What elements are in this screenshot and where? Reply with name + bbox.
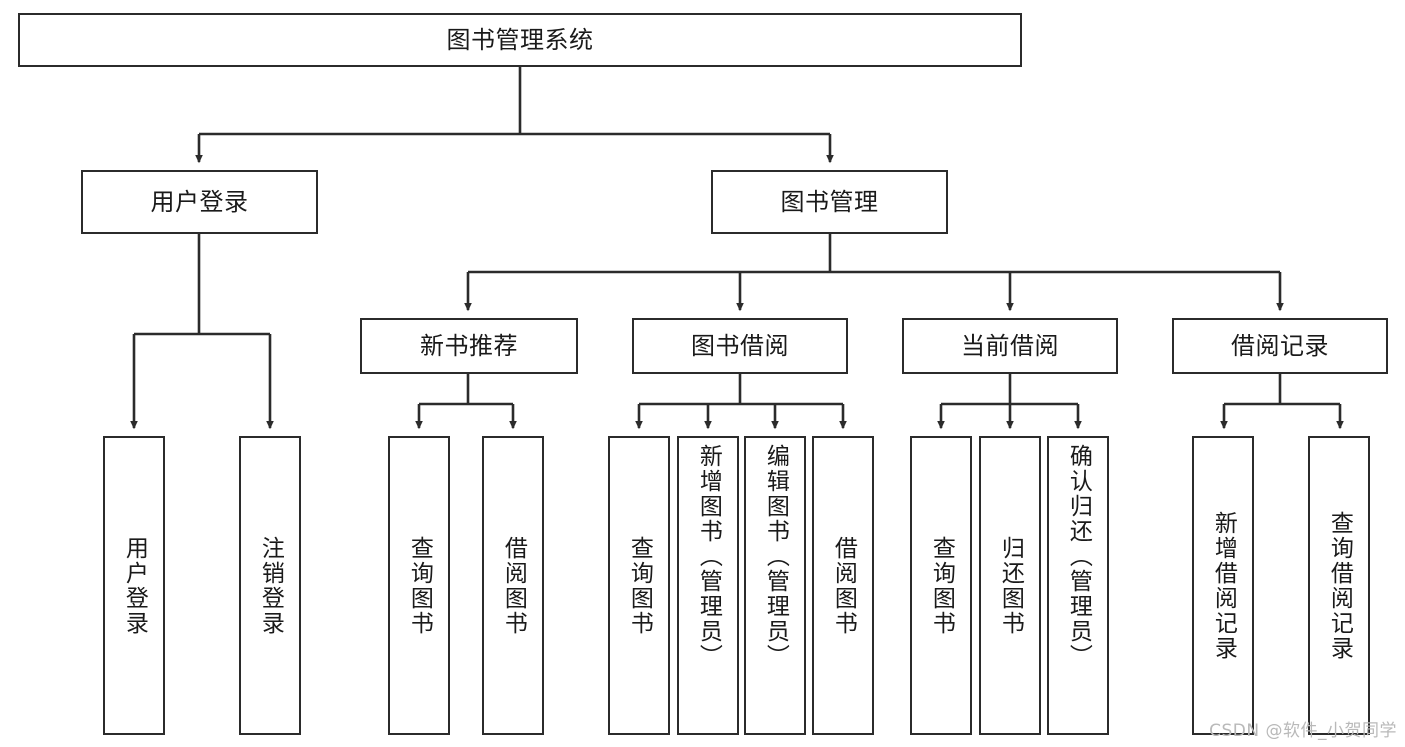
leaf-user-login-login[interactable]: 用户登录 [103,436,165,735]
leaf-user-login-logout[interactable]: 注销登录 [239,436,301,735]
node-current-borrow[interactable]: 当前借阅 [902,318,1118,374]
node-book-management-label: 图书管理 [780,187,879,216]
node-new-book-recommend[interactable]: 新书推荐 [360,318,578,374]
leaf-borrow-record-query-label: 查询借阅记录 [1326,510,1353,661]
leaf-book-borrow-borrow[interactable]: 借阅图书 [812,436,874,735]
leaf-borrow-record-add[interactable]: 新增借阅记录 [1192,436,1254,735]
node-borrow-record-label: 借阅记录 [1231,331,1329,360]
node-root-system[interactable]: 图书管理系统 [18,13,1022,67]
leaf-book-borrow-edit[interactable]: 编辑图书（管理员） [744,436,806,735]
node-book-management[interactable]: 图书管理 [711,170,948,234]
leaf-book-borrow-query-label: 查询图书 [626,535,653,636]
node-user-login[interactable]: 用户登录 [81,170,318,234]
leaf-new-book-query-label: 查询图书 [406,535,433,636]
leaf-book-borrow-query[interactable]: 查询图书 [608,436,670,735]
leaf-current-borrow-return-label: 归还图书 [997,535,1024,636]
node-user-login-label: 用户登录 [150,187,249,216]
leaf-book-borrow-borrow-label: 借阅图书 [830,535,857,636]
leaf-book-borrow-edit-label: 编辑图书（管理员） [762,444,789,669]
node-borrow-record[interactable]: 借阅记录 [1172,318,1388,374]
leaf-borrow-record-query[interactable]: 查询借阅记录 [1308,436,1370,735]
leaf-current-borrow-query-label: 查询图书 [928,535,955,636]
leaf-borrow-record-add-label: 新增借阅记录 [1210,510,1237,661]
node-book-borrow[interactable]: 图书借阅 [632,318,848,374]
node-new-book-recommend-label: 新书推荐 [420,331,518,360]
leaf-current-borrow-query[interactable]: 查询图书 [910,436,972,735]
leaf-current-borrow-confirm-return[interactable]: 确认归还（管理员） [1047,436,1109,735]
node-book-borrow-label: 图书借阅 [691,331,789,360]
node-root-label: 图书管理系统 [446,25,594,54]
leaf-book-borrow-add-label: 新增图书（管理员） [695,444,722,669]
leaf-user-login-login-label: 用户登录 [121,535,148,636]
leaf-book-borrow-add[interactable]: 新增图书（管理员） [677,436,739,735]
leaf-user-login-logout-label: 注销登录 [257,535,284,636]
leaf-new-book-borrow[interactable]: 借阅图书 [482,436,544,735]
leaf-new-book-borrow-label: 借阅图书 [500,535,527,636]
leaf-current-borrow-confirm-return-label: 确认归还（管理员） [1065,444,1092,669]
leaf-new-book-query[interactable]: 查询图书 [388,436,450,735]
leaf-current-borrow-return[interactable]: 归还图书 [979,436,1041,735]
node-current-borrow-label: 当前借阅 [961,331,1059,360]
